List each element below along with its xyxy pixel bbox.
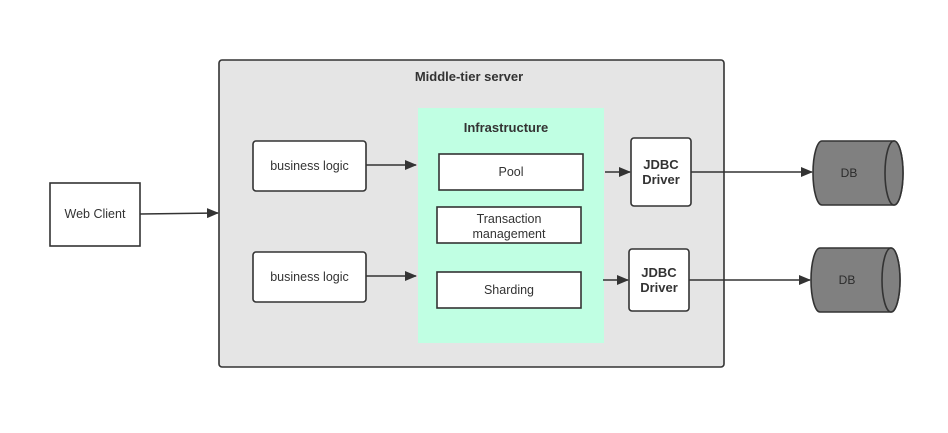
db-label-1: DB — [841, 166, 858, 180]
jdbc-driver-node-1: JDBC Driver — [630, 137, 692, 207]
business-logic-box-1 — [252, 140, 367, 192]
sharding-label: Sharding — [484, 283, 534, 297]
pool-label: Pool — [498, 165, 523, 179]
transaction-management-box — [436, 206, 582, 244]
server-title: Middle-tier server — [415, 69, 523, 84]
jdbc-driver-1-line2: Driver — [642, 172, 680, 187]
jdbc-driver-1-line1: JDBC — [643, 157, 679, 172]
jdbc-driver-2-line1: JDBC — [641, 265, 677, 280]
edge-webclient-to-server — [139, 208, 219, 219]
db-label-2: DB — [839, 273, 856, 287]
sharding-node: Sharding — [436, 271, 582, 309]
db-node-1: DB — [812, 140, 904, 206]
jdbc-driver-node-2: JDBC Driver — [628, 248, 690, 312]
pool-node: Pool — [438, 153, 584, 191]
pool-box — [438, 153, 584, 191]
db-cylinder-cap-2 — [881, 247, 901, 313]
edges — [139, 160, 813, 285]
transaction-management-node: Transaction management — [436, 206, 582, 244]
transaction-label-line1: Transaction — [477, 212, 542, 226]
business-logic-label-1: business logic — [270, 159, 349, 173]
business-logic-label-2: business logic — [270, 270, 349, 284]
db-cylinder-cap-1 — [884, 140, 904, 206]
business-logic-box-2 — [252, 251, 367, 303]
infrastructure-title: Infrastructure — [464, 120, 549, 135]
web-client-box — [49, 182, 141, 247]
sharding-box — [436, 271, 582, 309]
web-client-node: Web Client — [49, 182, 141, 247]
jdbc-driver-2-line2: Driver — [640, 280, 678, 295]
business-logic-node-2: business logic — [252, 251, 367, 303]
web-client-label: Web Client — [65, 207, 126, 221]
business-logic-node-1: business logic — [252, 140, 367, 192]
transaction-label-line2: management — [473, 227, 546, 241]
db-node-2: DB — [810, 247, 901, 313]
